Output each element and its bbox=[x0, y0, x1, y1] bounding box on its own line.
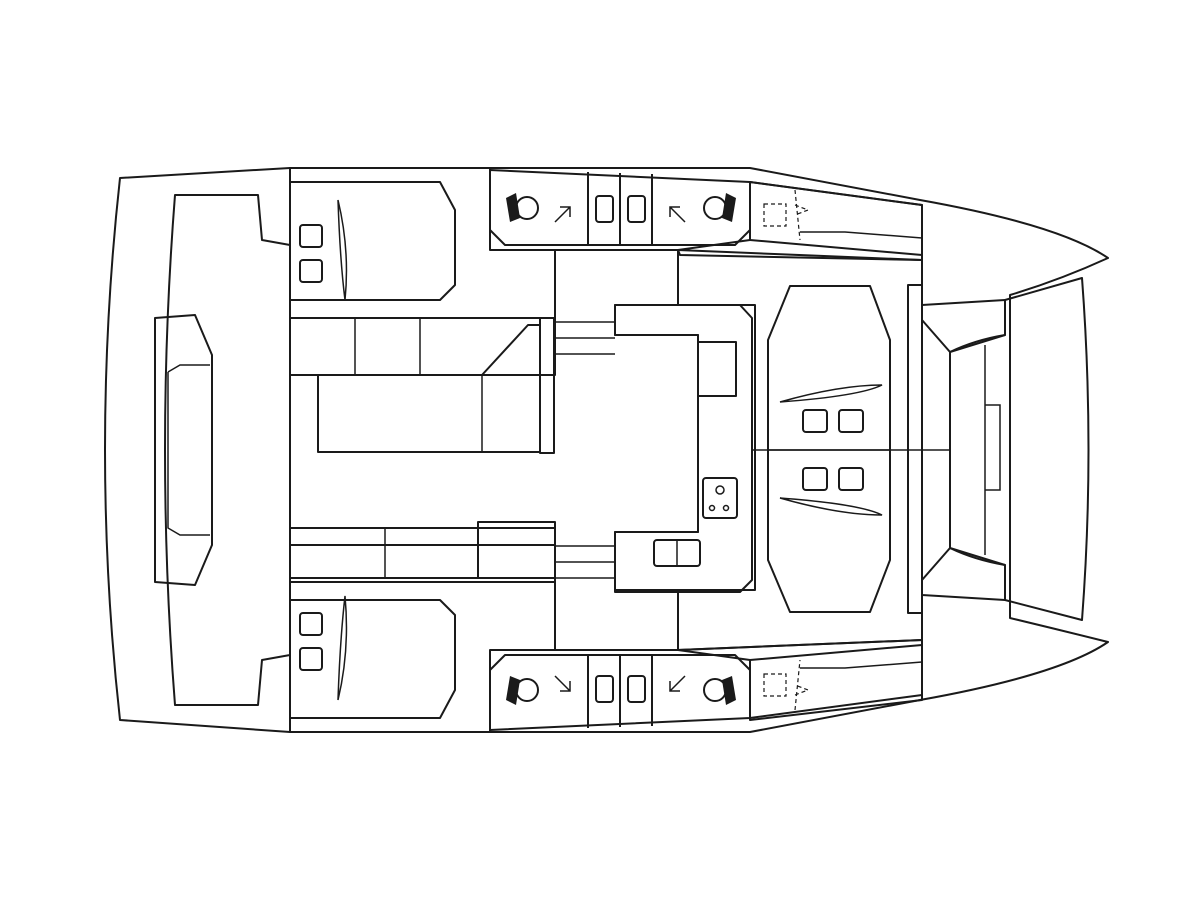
galley bbox=[614, 304, 950, 593]
head-compartments bbox=[489, 169, 751, 731]
aft-deck bbox=[154, 194, 291, 706]
saloon-furniture bbox=[289, 317, 556, 579]
cockpit bbox=[949, 277, 1090, 621]
hull-lines bbox=[289, 168, 923, 732]
hull-outline bbox=[104, 167, 1109, 733]
saloon bbox=[289, 249, 699, 651]
